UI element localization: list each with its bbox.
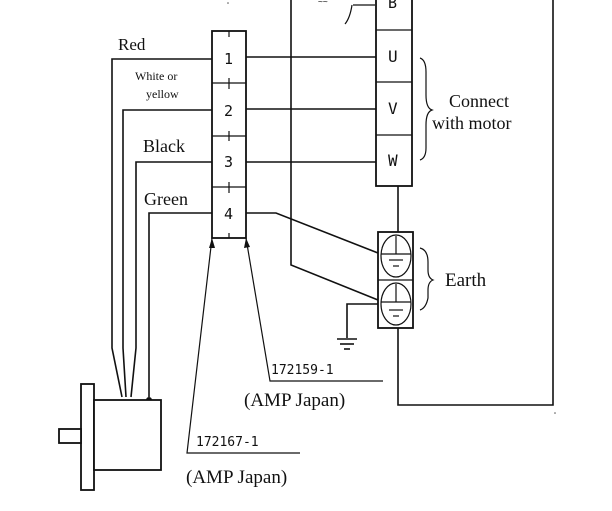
terminal-block — [375, 0, 413, 187]
scan-speck — [554, 412, 556, 414]
label-connect: Connect — [449, 91, 509, 111]
truncated-mark: ~~ — [318, 0, 328, 6]
pin-2: 2 — [224, 102, 233, 120]
terminal-w: W — [388, 151, 398, 170]
label-earth: Earth — [445, 270, 487, 291]
wire-black — [130, 161, 212, 398]
return-wire — [397, 0, 554, 406]
motor-icon — [58, 383, 162, 491]
part-maker-socket: (AMP Japan) — [244, 390, 345, 411]
label-with-motor: with motor — [432, 113, 512, 133]
arrow-socket — [244, 238, 250, 248]
wire-red — [111, 58, 212, 398]
arrow-plug — [209, 238, 215, 248]
leader-plug — [186, 237, 300, 454]
b-bracket — [344, 4, 353, 25]
wire-earth-2 — [290, 0, 379, 301]
terminal-u: U — [388, 47, 398, 66]
label-white-or: White or — [135, 69, 177, 83]
ground-lead — [346, 303, 378, 338]
part-maker-plug: (AMP Japan) — [186, 467, 287, 488]
wire-earth-1 — [246, 212, 379, 254]
terminal-b: B — [388, 0, 397, 12]
label-black: Black — [143, 136, 185, 156]
brace-earth — [419, 247, 435, 311]
leader-socket — [245, 237, 383, 382]
terminal-v: V — [388, 99, 398, 118]
wire-green — [148, 212, 212, 397]
part-number-plug: 172167-1 — [196, 435, 259, 450]
pin-4: 4 — [224, 205, 233, 223]
ground-icon — [337, 338, 357, 350]
pin-1: 1 — [224, 50, 233, 68]
label-red: Red — [118, 35, 146, 54]
label-yellow: yellow — [146, 87, 179, 101]
earth-icon-2 — [380, 282, 412, 326]
connector-4pin — [211, 30, 247, 239]
part-number-socket: 172159-1 — [271, 363, 334, 378]
label-green: Green — [144, 189, 188, 209]
wire-white-yellow — [122, 109, 212, 398]
pin-3: 3 — [224, 153, 233, 171]
brace-connect — [419, 57, 434, 161]
scan-speck — [227, 2, 229, 4]
earth-icon-1 — [380, 234, 412, 278]
